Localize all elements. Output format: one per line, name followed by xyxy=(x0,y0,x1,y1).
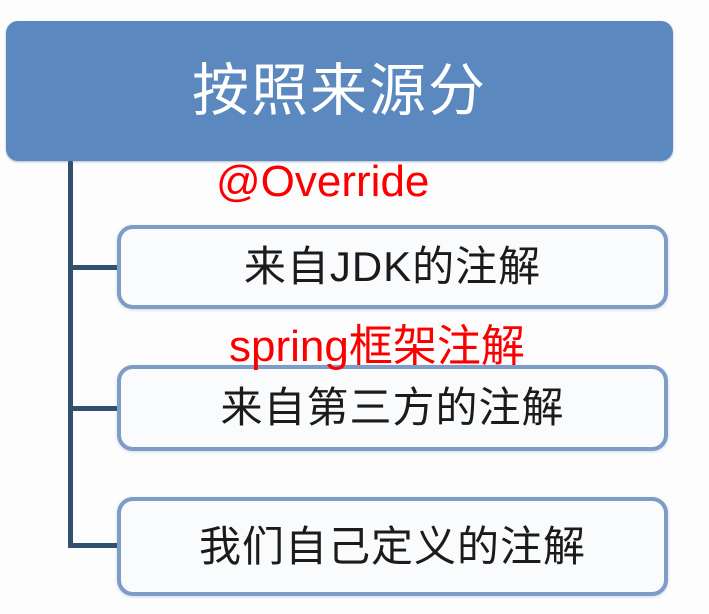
child-node-third-party[interactable]: 来自第三方的注解 xyxy=(117,365,668,451)
child-node-custom-label: 我们自己定义的注解 xyxy=(198,522,586,570)
annotation-override: @Override xyxy=(216,157,430,206)
child-node-third-party-label: 来自第三方的注解 xyxy=(220,384,565,431)
child-node-jdk-label: 来自JDK的注解 xyxy=(243,243,542,290)
child-node-custom[interactable]: 我们自己定义的注解 xyxy=(117,497,668,596)
connector-branch-3 xyxy=(68,543,120,548)
root-node[interactable]: 按照来源分 xyxy=(6,21,673,161)
root-node-label: 按照来源分 xyxy=(192,58,487,123)
annotation-spring: spring框架注解 xyxy=(229,322,525,371)
child-node-jdk[interactable]: 来自JDK的注解 xyxy=(117,225,668,309)
connector-trunk xyxy=(68,161,73,548)
connector-branch-1 xyxy=(68,265,120,270)
connector-branch-2 xyxy=(68,406,120,411)
